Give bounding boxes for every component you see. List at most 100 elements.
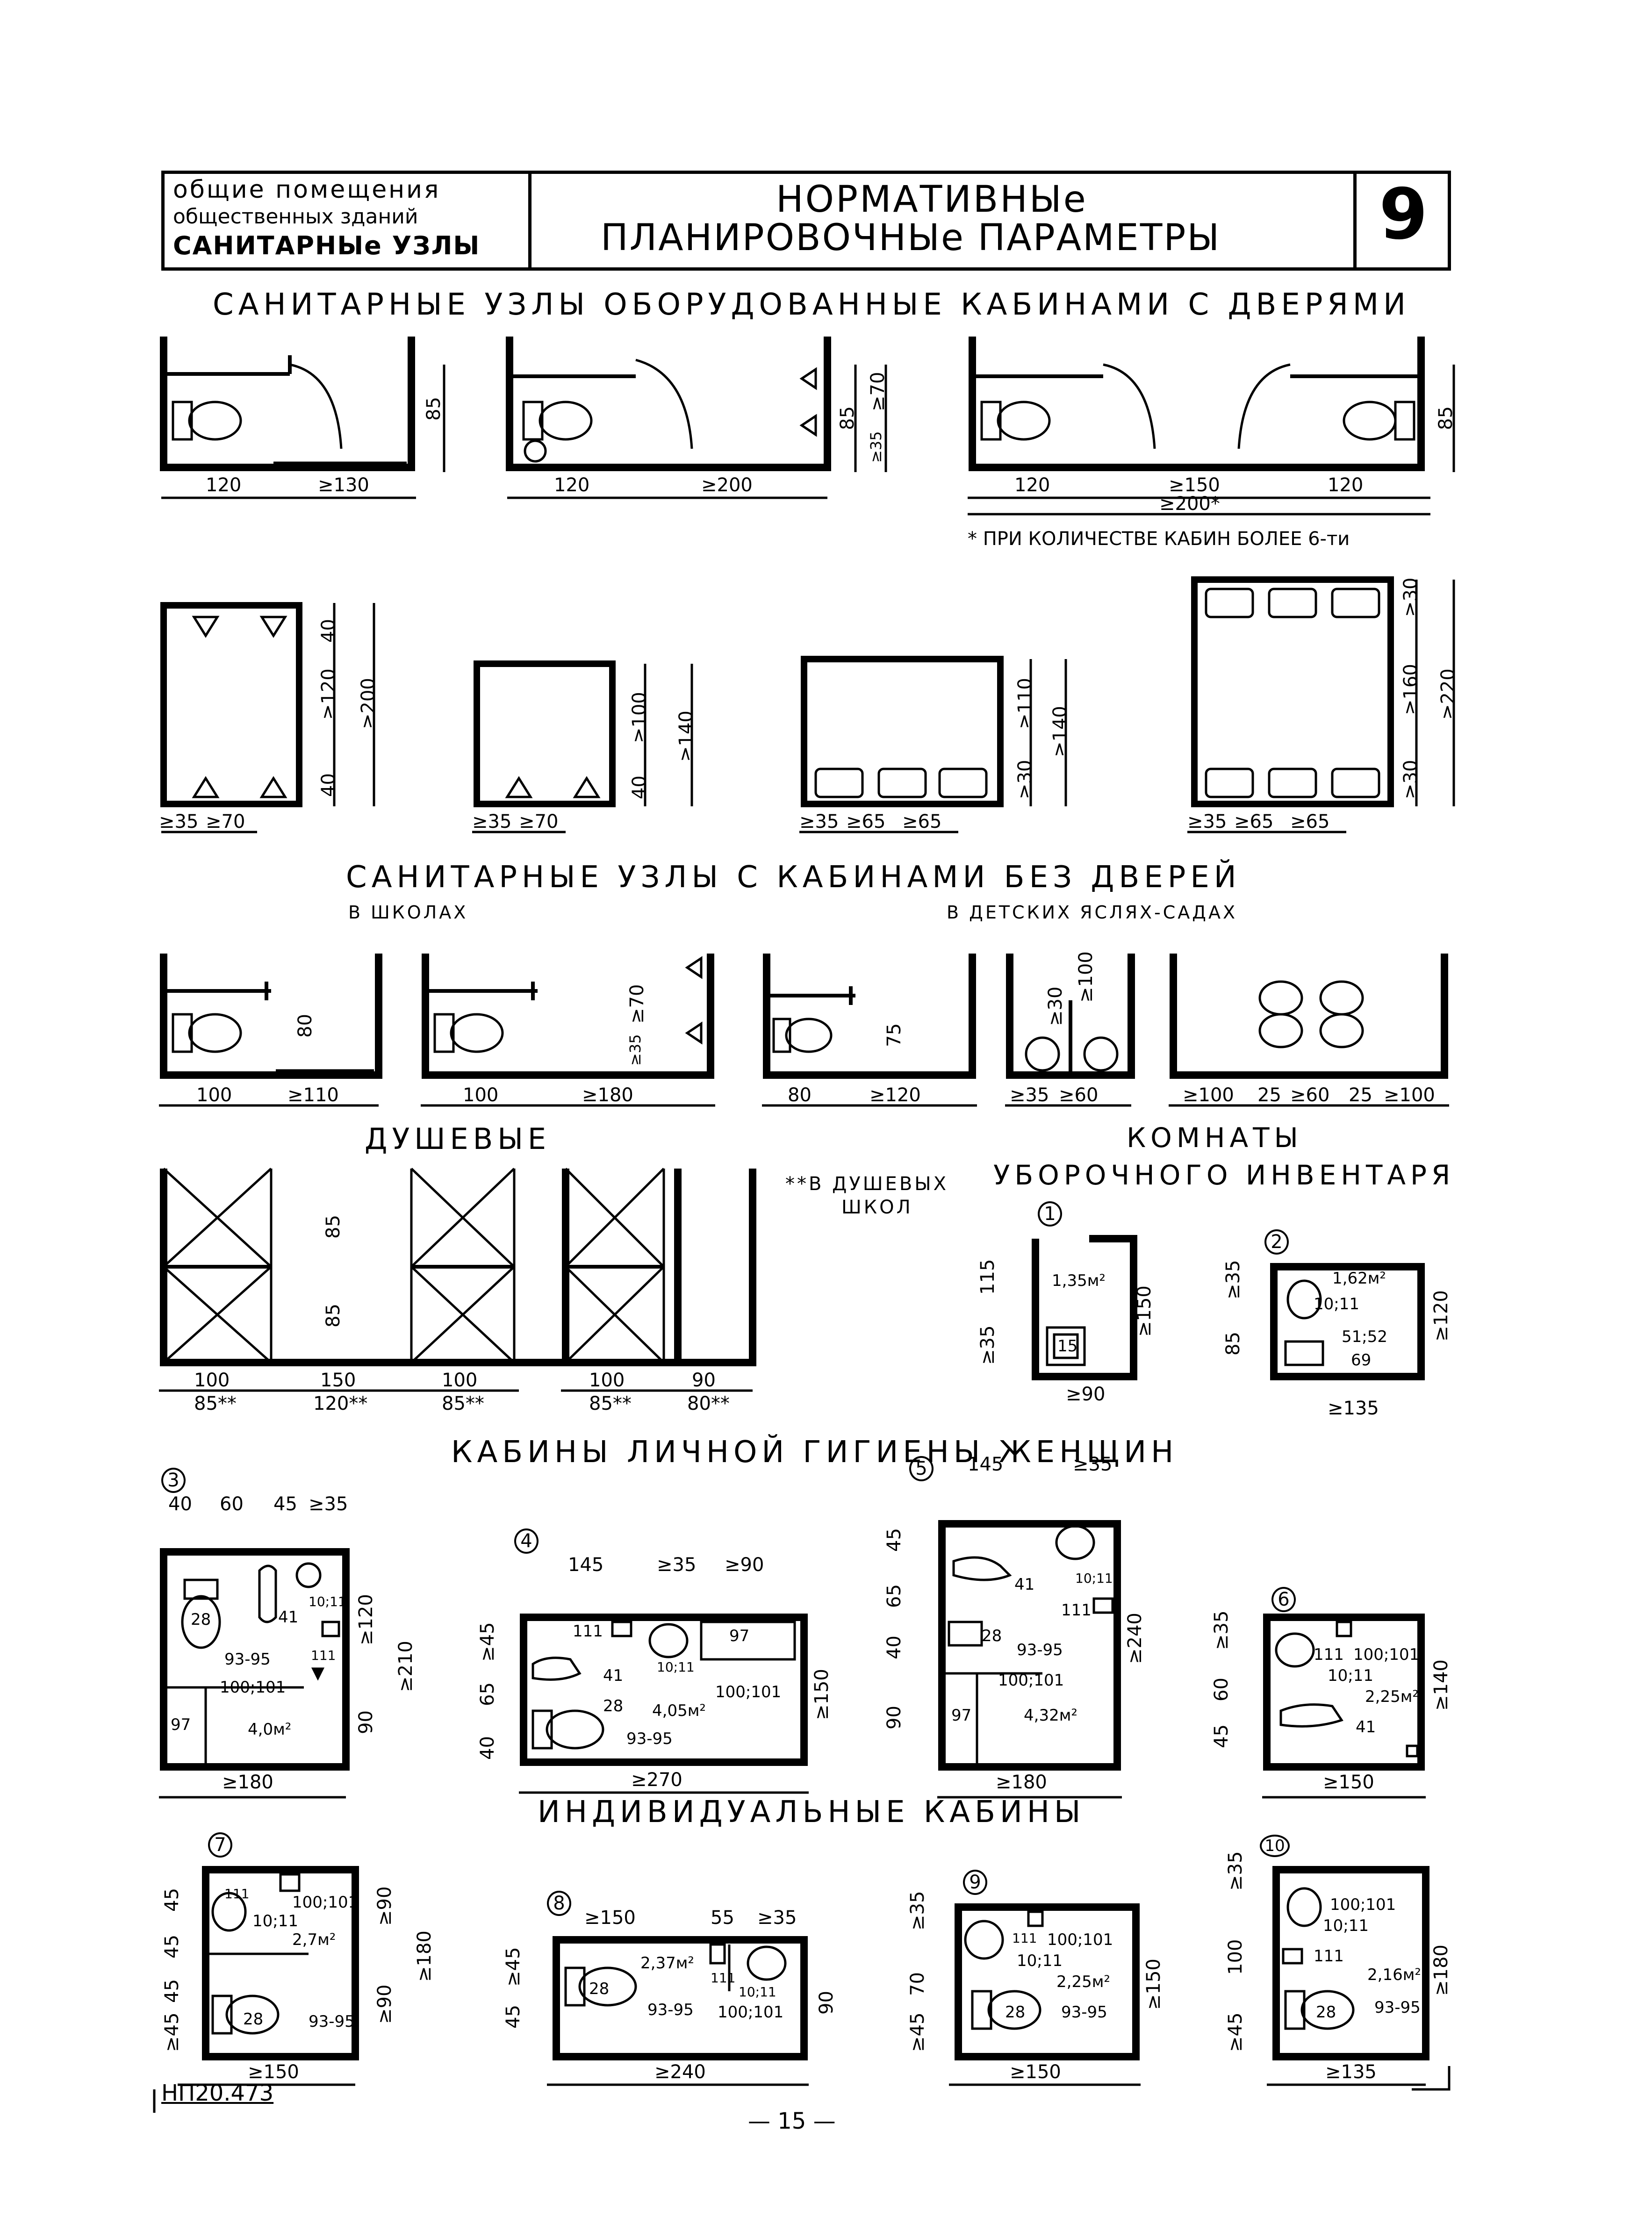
cabin-7-width: ≥150 — [248, 2061, 299, 2083]
dim-sh2: 150 — [320, 1370, 356, 1391]
dim-k1d: ≥100 — [1075, 951, 1097, 1003]
cabin-4-right: ≥150 — [811, 1669, 833, 1720]
dim-d1a: 100 — [196, 1084, 232, 1106]
dim-a1: 120 — [206, 474, 242, 496]
cabin-4-number: 4 — [514, 1528, 539, 1554]
cabin-8-label-10-11: 10;11 — [739, 1984, 776, 2000]
dim-k2e: ≥100 — [1384, 1084, 1435, 1106]
dim-u1f: ≥200 — [358, 678, 379, 729]
cabin-5-left-4: 90 — [883, 1706, 905, 1729]
cabin-3-label-97: 97 — [171, 1715, 191, 1734]
plan-school-3 — [763, 954, 976, 1079]
cabin-5-label-111: 111 — [1061, 1601, 1092, 1620]
cabin-5-left-3: 40 — [883, 1636, 905, 1659]
cabin-7-left-1: 45 — [161, 1888, 183, 1912]
dim-u1b: ≥70 — [206, 811, 245, 832]
cabin-3-label-111: 111 — [311, 1648, 336, 1663]
dim-k1b: ≥60 — [1059, 1084, 1099, 1106]
dim-w2a: ≥35 — [1187, 811, 1227, 832]
dim-r2b: 85 — [1222, 1332, 1244, 1356]
plan-washbasins-2rows — [1191, 576, 1394, 807]
dim-w1d: ≥110 — [1014, 678, 1036, 729]
header-left-line1: общие помещения — [173, 176, 441, 204]
plan-cabin-7 — [202, 1866, 359, 2060]
dim-sh6: 85 — [323, 1215, 344, 1239]
dim-sh3b: 85** — [442, 1393, 484, 1414]
cabin-9-width: ≥150 — [1010, 2061, 1061, 2083]
cabin-10-number: 10 — [1260, 1835, 1290, 1857]
cabin-9-area: 2,25м² — [1056, 1973, 1110, 1991]
cabin-7-label-111: 111 — [224, 1886, 250, 1901]
cabin-9-left-3: ≥45 — [907, 2012, 928, 2052]
cabin-4-left-1: ≥45 — [477, 1622, 498, 1662]
cabin-5-area: 4,32м² — [1024, 1706, 1077, 1725]
plan-cabin-3 — [160, 1548, 350, 1771]
dim-w1c: ≥65 — [902, 811, 942, 832]
dim-sh7: 85 — [323, 1304, 344, 1327]
cabin-8-number: 8 — [547, 1891, 571, 1916]
dim-sh5: 90 — [692, 1370, 716, 1391]
cabin-4-label-100-101: 100;101 — [715, 1683, 782, 1701]
cabin-7-r1: ≥90 — [374, 1886, 395, 1926]
dim-r1b: ≥35 — [977, 1325, 998, 1365]
plan-school-1 — [160, 954, 382, 1079]
dim-u2e: ≥140 — [675, 710, 697, 762]
room-2-number: 2 — [1264, 1229, 1289, 1255]
dim-c4: ≥200* — [1159, 493, 1220, 515]
dim-w2f: ≥30 — [1400, 760, 1422, 799]
cabin-3-label-41: 41 — [278, 1608, 299, 1627]
cabin-3-h3: ≥210 — [395, 1641, 417, 1692]
cabin-10-label-28: 28 — [1316, 2003, 1336, 2022]
cabin-8-right: 90 — [816, 1991, 837, 2015]
cabin-4-label-41: 41 — [603, 1666, 624, 1685]
cabin-3-label-100-101: 100;101 — [220, 1678, 286, 1697]
document-code: НП20.473 — [161, 2080, 274, 2106]
cabin-7-left-2: 45 — [161, 1935, 183, 1959]
dim-k2b: 25 — [1257, 1084, 1281, 1106]
header-divider-1 — [528, 171, 532, 271]
dim-r1a: 115 — [977, 1259, 998, 1295]
cabin-10-right: ≥180 — [1430, 1944, 1452, 1996]
cabin-7-r2: ≥90 — [374, 1984, 395, 2024]
cabin-10-left-1: ≥35 — [1225, 1851, 1246, 1891]
dim-u1e: 40 — [318, 773, 339, 797]
header-frame — [161, 171, 1451, 271]
dim-sh3: 100 — [442, 1370, 478, 1391]
cabin-5-top-1: 145 — [968, 1454, 1004, 1475]
dim-u2b: ≥70 — [519, 811, 559, 832]
dim-w2e: ≥160 — [1400, 664, 1422, 715]
cabin-7-left-4: ≥45 — [161, 2012, 183, 2052]
cabin-5-label-41: 41 — [1014, 1575, 1035, 1594]
cabin-9-number: 9 — [963, 1870, 987, 1895]
cabin-10-width: ≥135 — [1325, 2061, 1377, 2083]
cabin-5-label-93-95: 93-95 — [1017, 1641, 1063, 1659]
cabin-4-label-10-11: 10;11 — [657, 1659, 695, 1675]
plan-cabin-6 — [1263, 1614, 1425, 1771]
plan-washbasins-1row — [801, 656, 1004, 807]
cabin-3-top-4: ≥35 — [309, 1493, 348, 1515]
cabin-8-label-100-101: 100;101 — [718, 2003, 784, 2022]
dim-u1a: ≥35 — [159, 811, 199, 832]
dim-d3b: ≥120 — [869, 1084, 921, 1106]
dim-sh4b: 85** — [589, 1393, 632, 1414]
cabin-9-left-1: ≥35 — [907, 1891, 928, 1930]
cabin-7-left-3: 45 — [161, 1979, 183, 2003]
cabin-6-label-111: 111 — [1314, 1645, 1344, 1664]
showers-note-line2: ШКОЛ — [841, 1197, 913, 1218]
header-title-line1: НОРМАТИВНЫе — [776, 179, 1088, 221]
header-left-line3: САНИТАРНЫе УЗЛЫ — [173, 231, 481, 260]
dim-b4: ≥70 — [867, 372, 889, 411]
cabin-4-left-3: 40 — [477, 1736, 498, 1760]
cabin-6-left-3: 45 — [1211, 1724, 1232, 1748]
cabin-7-area: 2,7м² — [292, 1930, 336, 1949]
dim-d2b: ≥180 — [582, 1084, 633, 1106]
note-cabins-more-than-6: * ПРИ КОЛИЧЕСТВЕ КАБИН БОЛЕЕ 6-ти — [968, 528, 1350, 550]
section-title-cabins-without-doors: САНИТАРНЫЕ УЗЛЫ С КАБИНАМИ БЕЗ ДВЕРЕЙ — [346, 860, 1241, 895]
plan-toilet-2cabins — [506, 337, 831, 471]
cabin-10-label-100-101: 100;101 — [1330, 1895, 1396, 1914]
sheet-number: 9 — [1379, 174, 1428, 255]
dim-w1a: ≥35 — [799, 811, 839, 832]
dim-b3: 85 — [837, 406, 858, 430]
room-1-area: 1,35м² — [1052, 1271, 1106, 1290]
